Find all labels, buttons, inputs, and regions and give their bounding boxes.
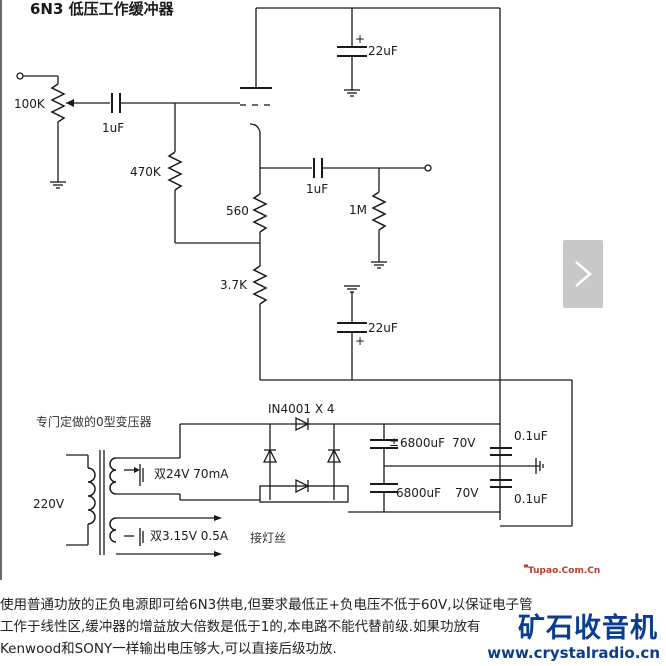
- secondary-2-label: 双3.15V 0.5A: [150, 529, 229, 543]
- r-cathode-label: 560: [226, 204, 249, 218]
- cap-filter-2-voltage: 70V: [455, 486, 479, 500]
- article-caption: 使用普通功放的正负电源即可给6N3供电,但要求最低正+负电压不低于60V,以保证…: [0, 594, 640, 660]
- resistor-3k7: [252, 265, 268, 305]
- potentiometer-100k: [50, 83, 66, 123]
- rectifier-label: IN4001 X 4: [268, 402, 335, 416]
- cap-bottom-plus: +: [355, 334, 365, 348]
- capacitor-top-22uf: + 22uF: [337, 8, 398, 97]
- filter-capacitors: ± 6800uF 70V 6800uF 70V: [370, 424, 540, 512]
- bridge-rectifier: IN4001 X 4: [180, 402, 500, 513]
- secondary-1-label: 双24V 70mA: [154, 467, 229, 481]
- caption-line-1: 使用普通功放的正负电源即可给6N3供电,但要求最低正+负电压不低于60V,以保证…: [0, 597, 533, 613]
- cap-bypass-1-label: 0.1uF: [514, 429, 548, 443]
- cap-bottom-label: 22uF: [368, 321, 398, 335]
- cap-input-label: 1uF: [102, 121, 124, 135]
- input-terminal: [16, 72, 24, 80]
- wiper-arrow: [66, 99, 74, 107]
- tube-cathode: [249, 123, 261, 160]
- site-logo: 矿石收音机 www.crystalradio.cn: [487, 606, 666, 666]
- diode-right: [326, 448, 342, 463]
- circuit-schematic: 6N3 低压工作缓冲器 + 22uF: [0, 0, 600, 580]
- resistor-1m: [371, 191, 387, 231]
- chevron-right-icon: [575, 261, 592, 287]
- power-transformer: 220V 双24V 70mA 双3.15V 0.5A 接灯丝: [33, 424, 286, 557]
- cap-bypass-2-label: 0.1uF: [514, 492, 548, 506]
- output-terminal: [424, 164, 432, 172]
- cap-output-label: 1uF: [306, 182, 328, 196]
- cap-top-plus: +: [355, 32, 365, 46]
- diagram-title: 6N3 低压工作缓冲器: [30, 0, 175, 18]
- cap-filter-1-voltage: 70V: [452, 436, 476, 450]
- r-out-label: 1M: [349, 203, 367, 217]
- pot-label: 100K: [14, 97, 46, 111]
- b-plus-rail: [255, 7, 501, 520]
- caption-line-2: 工作于线性区,缓冲器的增益放大倍数是低于1的,本电路不能代替前级.如果功放有: [0, 619, 481, 635]
- diode-bottom: [295, 478, 310, 494]
- resistor-470k: 470K: [130, 103, 260, 244]
- diode-top: [295, 416, 310, 432]
- capacitor-bottom-22uf: 22uF +: [337, 285, 398, 380]
- diode-left: [262, 448, 278, 463]
- b-minus-rail: [260, 379, 573, 527]
- cap-filter-1-label: 6800uF: [400, 436, 445, 450]
- mains-label: 220V: [33, 497, 65, 511]
- watermark: Tupao.Com.Cn: [528, 566, 600, 576]
- cathode-resistors: 560 3.7K: [220, 160, 268, 380]
- logo-url: www.crystalradio.cn: [487, 644, 660, 662]
- caption-line-3: Kenwood和SONY一样输出电压够大,可以直接后级功放.: [0, 641, 337, 657]
- transformer-note: 专门定做的0型变压器: [36, 414, 152, 429]
- r-bias-label: 3.7K: [220, 278, 248, 292]
- cap-top-label: 22uF: [368, 44, 398, 58]
- r-grid-label: 470K: [130, 165, 162, 179]
- heater-label: 接灯丝: [250, 530, 286, 545]
- output-section: 1uF 1M: [260, 158, 432, 269]
- next-image-button[interactable]: [563, 240, 603, 308]
- input-section: 100K 1uF: [14, 72, 240, 189]
- tube-6n3: [240, 87, 272, 160]
- logo-name: 矿石收音机: [518, 613, 658, 644]
- bypass-capacitors: 0.1uF 0.1uF: [490, 429, 548, 506]
- resistor-560: [252, 193, 268, 233]
- cap-filter-2-label: 6800uF: [396, 486, 441, 500]
- cap-filter-1-plus: ±: [389, 435, 399, 449]
